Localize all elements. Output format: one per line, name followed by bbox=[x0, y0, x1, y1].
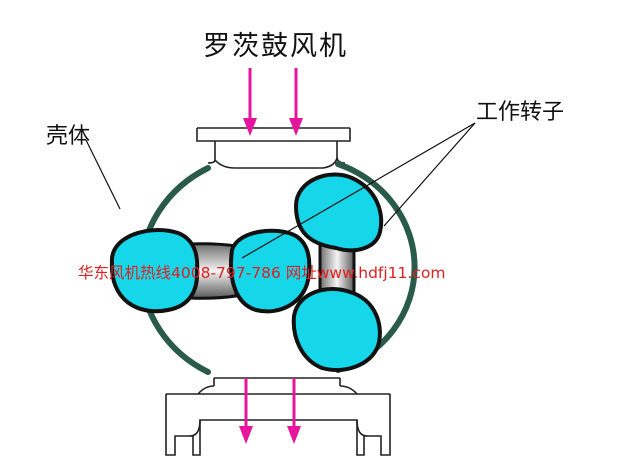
arrow-down-icon bbox=[287, 378, 301, 444]
watermark-text: 华东风机热线4008-797-786 网址www.hdfj11.com bbox=[78, 264, 446, 282]
inlet-flange bbox=[196, 127, 351, 169]
leader-lines bbox=[85, 122, 476, 259]
rotor-right bbox=[291, 172, 384, 372]
arrow-down-icon bbox=[243, 68, 257, 136]
inlet-arrows bbox=[243, 68, 303, 136]
rotor-label: 工作转子 bbox=[476, 100, 565, 125]
arrow-down-icon bbox=[289, 68, 303, 136]
diagram-title: 罗茨鼓风机 bbox=[203, 31, 348, 62]
outlet-flange bbox=[165, 377, 391, 456]
outlet-arrows bbox=[239, 378, 301, 444]
housing-label: 壳体 bbox=[46, 124, 91, 149]
arrow-down-icon bbox=[239, 378, 253, 444]
rotor-left bbox=[109, 228, 312, 314]
